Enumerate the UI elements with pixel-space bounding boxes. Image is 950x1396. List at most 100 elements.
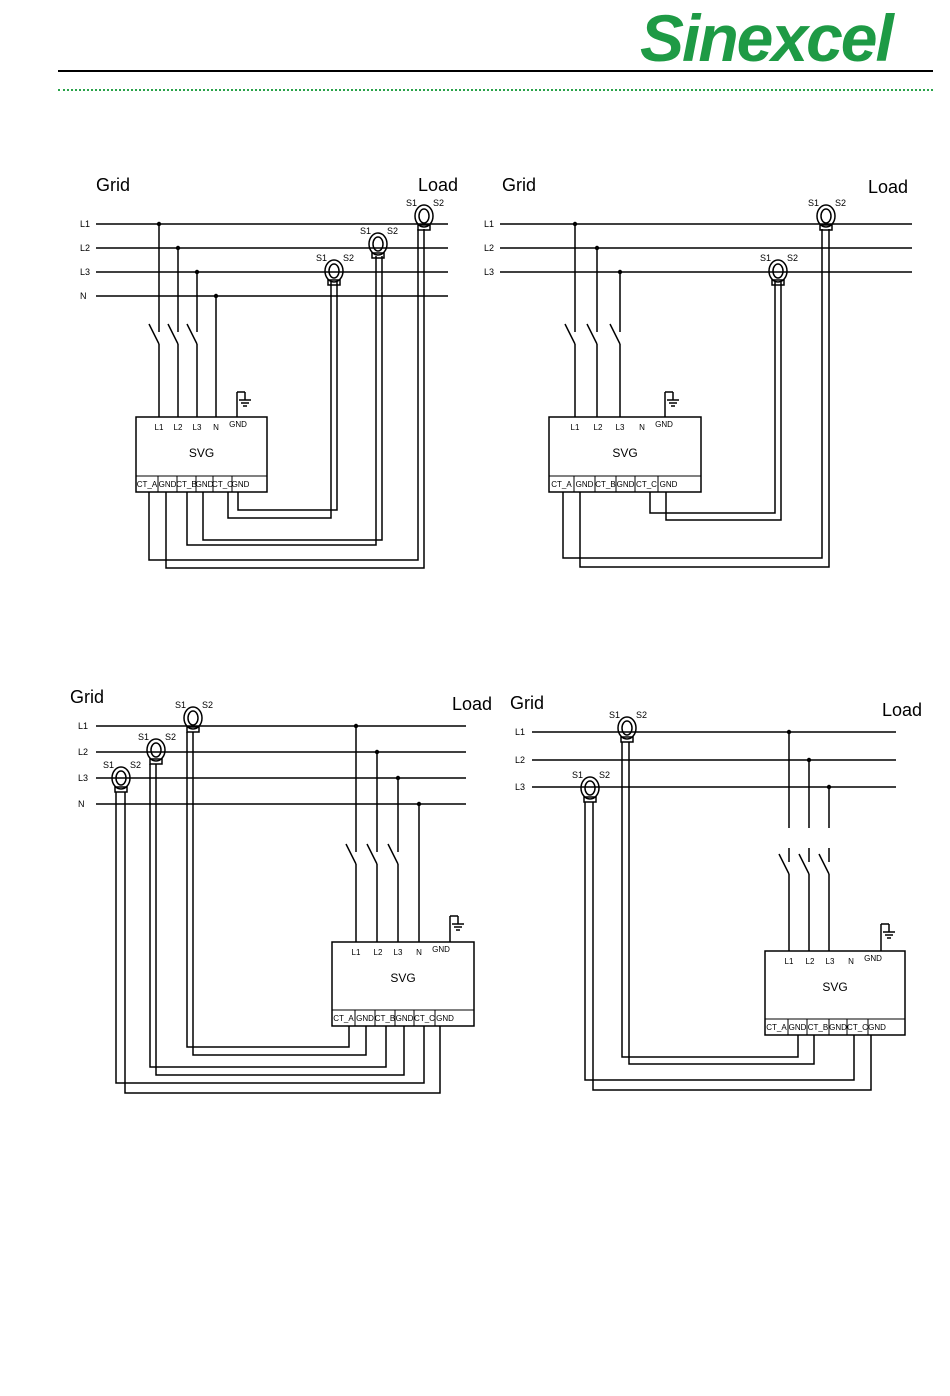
current-transformer-icon bbox=[816, 204, 836, 228]
terminal-ct_c-label: CT_C bbox=[847, 1023, 868, 1032]
current-transformer-icon bbox=[183, 706, 203, 730]
ct-terminal bbox=[620, 736, 634, 743]
ct-s1-label: S1 bbox=[138, 732, 149, 742]
breaker-switch bbox=[387, 843, 399, 865]
terminal-label: N bbox=[848, 957, 854, 966]
load-label: Load bbox=[882, 700, 922, 720]
phase-label-l2: L2 bbox=[515, 755, 525, 765]
terminal-label: L2 bbox=[174, 423, 183, 432]
load-label: Load bbox=[418, 175, 458, 195]
ct-wire bbox=[562, 229, 823, 559]
ct-s2-label: S2 bbox=[202, 700, 213, 710]
terminal-ct_b-label: CT_B bbox=[808, 1023, 828, 1032]
ct-s1-label: S1 bbox=[808, 198, 819, 208]
ct-terminal bbox=[819, 224, 833, 231]
terminal-ct_a-label: CT_A bbox=[333, 1014, 354, 1023]
ct-s2-label: S2 bbox=[130, 760, 141, 770]
terminal-gnd-label: GND bbox=[829, 1023, 847, 1032]
ct-s2-label: S2 bbox=[165, 732, 176, 742]
terminal-gnd-label: GND bbox=[229, 420, 247, 429]
breaker-switch bbox=[167, 323, 179, 345]
terminal-gnd-label: GND bbox=[660, 480, 678, 489]
header-divider bbox=[58, 70, 933, 72]
phase-label-l1: L1 bbox=[78, 721, 88, 731]
current-transformer-icon bbox=[372, 236, 384, 252]
ct-s1-label: S1 bbox=[316, 253, 327, 263]
ct-wire bbox=[227, 282, 332, 519]
terminal-gnd-label: GND bbox=[576, 480, 594, 489]
terminal-gnd-label: GND bbox=[655, 420, 673, 429]
terminal-gnd-label: GND bbox=[868, 1023, 886, 1032]
ct-wire bbox=[665, 282, 782, 521]
grid-label: Grid bbox=[510, 693, 544, 713]
ct-wire bbox=[584, 802, 855, 1081]
ct-terminal bbox=[327, 279, 341, 286]
ct-wire bbox=[148, 229, 419, 561]
breaker-switch bbox=[798, 853, 810, 875]
breaker-switch bbox=[366, 843, 378, 865]
ct-wire bbox=[579, 229, 830, 568]
grid-label: Grid bbox=[70, 687, 104, 707]
terminal-label: L1 bbox=[571, 423, 580, 432]
phase-label-n: N bbox=[78, 799, 85, 809]
breaker-switch bbox=[586, 323, 598, 345]
ct-s1-label: S1 bbox=[572, 770, 583, 780]
ct-s1-label: S1 bbox=[760, 253, 771, 263]
current-transformer-icon bbox=[584, 780, 596, 796]
terminal-ct_c-label: CT_C bbox=[414, 1014, 435, 1023]
phase-label-l1: L1 bbox=[80, 219, 90, 229]
ct-wire bbox=[155, 764, 405, 1076]
ct-s2-label: S2 bbox=[835, 198, 846, 208]
terminal-label: L1 bbox=[352, 948, 361, 957]
terminal-gnd-label: GND bbox=[864, 954, 882, 963]
ct-terminal bbox=[771, 279, 785, 286]
phase-label-l3: L3 bbox=[484, 267, 494, 277]
svg-unit-box bbox=[764, 950, 906, 1036]
phase-label-l3: L3 bbox=[80, 267, 90, 277]
header-dotted-divider bbox=[58, 89, 933, 91]
ct-wire bbox=[649, 282, 776, 514]
ct-wire bbox=[621, 742, 799, 1058]
phase-label-l2: L2 bbox=[80, 243, 90, 253]
terminal-ct_b-label: CT_B bbox=[176, 480, 196, 489]
terminal-ct_a-label: CT_A bbox=[551, 480, 572, 489]
ct-s2-label: S2 bbox=[636, 710, 647, 720]
breaker-switch bbox=[778, 853, 790, 875]
terminal-ct_a-label: CT_A bbox=[766, 1023, 787, 1032]
terminal-label: N bbox=[213, 423, 219, 432]
ct-wire bbox=[124, 792, 441, 1094]
ct-wire bbox=[165, 229, 425, 569]
terminal-ct_b-label: CT_B bbox=[375, 1014, 395, 1023]
sinexcel-logo: Sinexcel bbox=[640, 1, 894, 75]
terminal-ct_a-label: CT_A bbox=[137, 480, 158, 489]
current-transformer-icon bbox=[621, 720, 633, 736]
current-transformer-icon bbox=[111, 766, 131, 790]
terminal-label: L1 bbox=[785, 957, 794, 966]
terminal-gnd-label: GND bbox=[396, 1014, 414, 1023]
current-transformer-icon bbox=[187, 710, 199, 726]
ct-wire bbox=[192, 732, 367, 1056]
phase-label-l3: L3 bbox=[78, 773, 88, 783]
breaker-switch bbox=[186, 323, 198, 345]
terminal-gnd-label: GND bbox=[196, 480, 214, 489]
svg-unit-label: SVG bbox=[189, 446, 214, 460]
ct-s1-label: S1 bbox=[360, 226, 371, 236]
ct-s2-label: S2 bbox=[787, 253, 798, 263]
terminal-label: L3 bbox=[826, 957, 835, 966]
svg-unit-box bbox=[548, 416, 702, 493]
ct-terminal bbox=[583, 796, 597, 803]
terminal-label: L3 bbox=[394, 948, 403, 957]
breaker-switch bbox=[345, 843, 357, 865]
terminal-ct_c-label: CT_C bbox=[212, 480, 233, 489]
terminal-gnd-label: GND bbox=[232, 480, 250, 489]
terminal-label: L2 bbox=[806, 957, 815, 966]
grid-label: Grid bbox=[96, 175, 130, 195]
ct-wire bbox=[237, 282, 338, 511]
ct-s2-label: S2 bbox=[433, 198, 444, 208]
breaker-switch bbox=[818, 853, 830, 875]
breaker-switch bbox=[564, 323, 576, 345]
phase-label-l3: L3 bbox=[515, 782, 525, 792]
current-transformer-icon bbox=[768, 259, 788, 283]
svg-unit-box bbox=[135, 416, 268, 493]
current-transformer-icon bbox=[150, 742, 162, 758]
